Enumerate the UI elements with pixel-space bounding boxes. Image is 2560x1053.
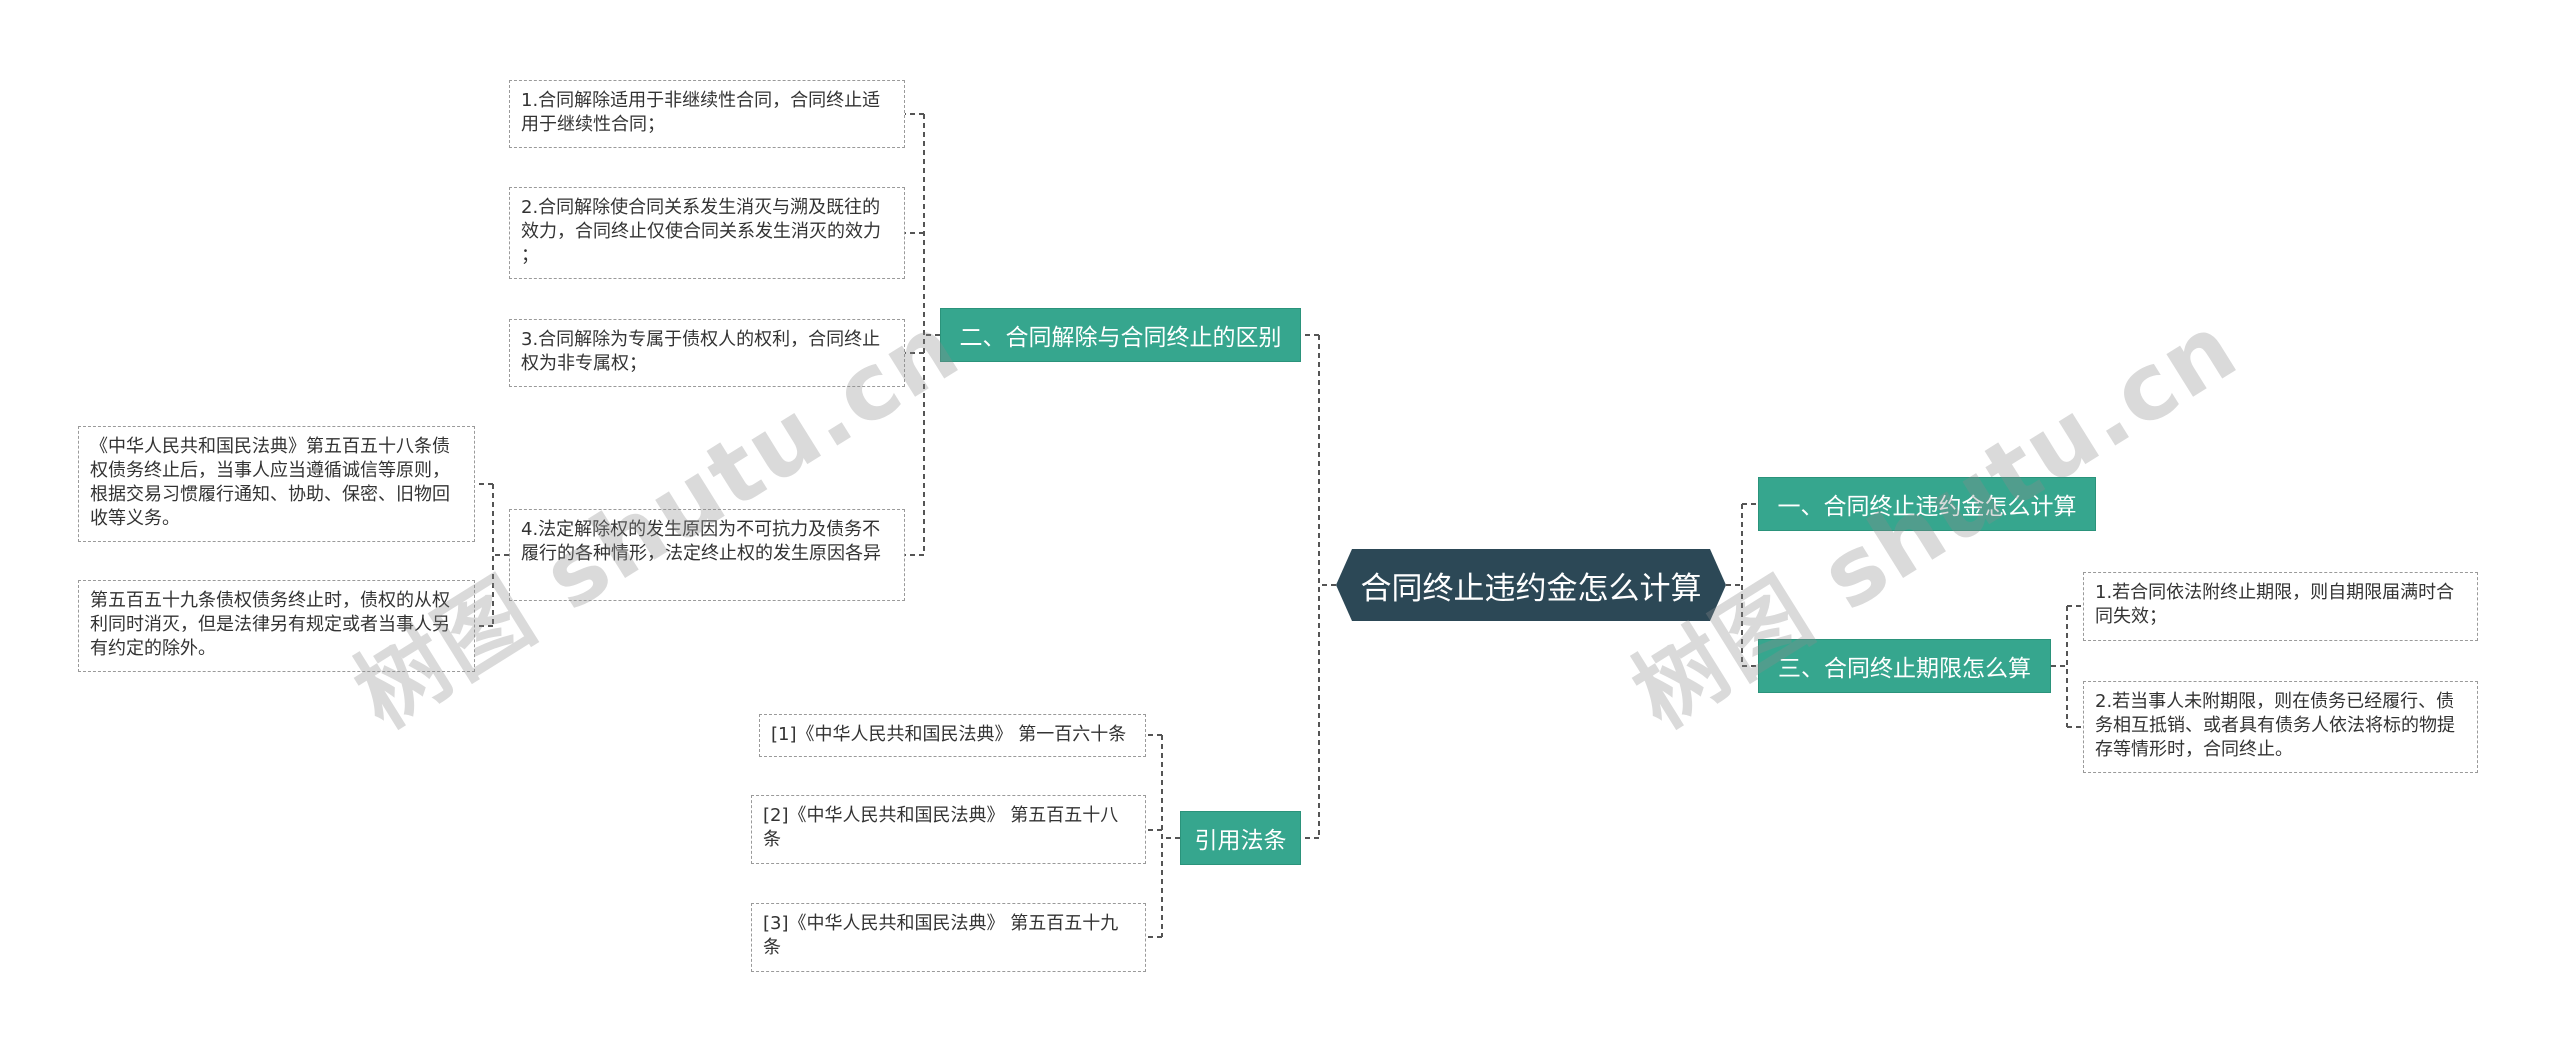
branch-topic-label: 三、合同终止期限怎么算 <box>1778 656 2031 682</box>
topic-text-line: 第五百五十九条债权债务终止时，债权的从权 <box>90 590 450 611</box>
topic-text-line: 根据交易习惯履行通知、协助、保密、旧物回 <box>90 484 450 505</box>
topic-text-line: 2.若当事人未附期限，则在债务已经履行、债 <box>2095 691 2455 712</box>
topic-text-line: 3.合同解除为专属于债权人的权利，合同终止 <box>521 329 881 350</box>
topic-text-line: 收等义务。 <box>90 508 180 529</box>
leaf-topic-term-rule-1[interactable]: 1.若合同依法附终止期限，则自期限届满时合 同失效； <box>2083 572 2478 641</box>
topic-text-line: [3]《中华人民共和国民法典》 第五百五十九 <box>763 913 1119 934</box>
topic-text-line: 权债务终止后，当事人应当遵循诚信等原则， <box>90 460 450 481</box>
topic-text-line: [1]《中华人民共和国民法典》 第一百六十条 <box>771 724 1127 745</box>
leaf-topic-term-rule-2[interactable]: 2.若当事人未附期限，则在债务已经履行、债 务相互抵销、或者具有债务人依法将标的… <box>2083 681 2478 773</box>
topic-text-line: 利同时消灭，但是法律另有规定或者当事人另 <box>90 614 450 635</box>
topic-text-line: 存等情形时，合同终止。 <box>2095 739 2293 760</box>
branch-topic-penalty-calculation[interactable]: 一、合同终止违约金怎么计算 <box>1758 477 2096 531</box>
leaf-topic-civil-code-559-note[interactable]: 第五百五十九条债权债务终止时，债权的从权 利同时消灭，但是法律另有规定或者当事人… <box>78 580 475 672</box>
leaf-topic-difference-1[interactable]: 1.合同解除适用于非继续性合同，合同终止适 用于继续性合同； <box>509 80 905 148</box>
topic-text-line: ； <box>521 245 539 266</box>
branch-topic-label: 一、合同终止违约金怎么计算 <box>1777 494 2077 520</box>
topic-text-line: 2.合同解除使合同关系发生消灭与溯及既往的 <box>521 197 881 218</box>
root-topic-label: 合同终止违约金怎么计算 <box>1360 570 1702 607</box>
topic-text-line: 1.若合同依法附终止期限，则自期限届满时合 <box>2095 582 2455 603</box>
branch-topic-cited-laws[interactable]: 引用法条 <box>1180 811 1301 865</box>
branch-topic-label: 引用法条 <box>1194 828 1287 854</box>
topic-text-line: 1.合同解除适用于非继续性合同，合同终止适 <box>521 90 881 111</box>
topic-text-line: 《中华人民共和国民法典》第五百五十八条债 <box>90 436 450 457</box>
leaf-topic-citation-1[interactable]: [1]《中华人民共和国民法典》 第一百六十条 <box>759 714 1146 757</box>
topic-text-line: 有约定的除外。 <box>90 638 216 659</box>
leaf-topic-civil-code-558-note[interactable]: 《中华人民共和国民法典》第五百五十八条债 权债务终止后，当事人应当遵循诚信等原则… <box>78 426 475 542</box>
topic-text-line: 权为非专属权； <box>521 353 647 374</box>
topic-text-line: 务相互抵销、或者具有债务人依法将标的物提 <box>2095 715 2455 736</box>
leaf-topic-difference-2[interactable]: 2.合同解除使合同关系发生消灭与溯及既往的 效力，合同终止仅使合同关系发生消灭的… <box>509 187 905 279</box>
topic-text-line: 4.法定解除权的发生原因为不可抗力及债务不 <box>521 519 881 540</box>
leaf-topic-difference-3[interactable]: 3.合同解除为专属于债权人的权利，合同终止 权为非专属权； <box>509 319 905 387</box>
branch-topic-term-calculation[interactable]: 三、合同终止期限怎么算 <box>1758 639 2051 693</box>
topic-text-line: 效力，合同终止仅使合同关系发生消灭的效力 <box>521 221 881 242</box>
branch-topic-differences[interactable]: 二、合同解除与合同终止的区别 <box>940 308 1301 362</box>
topic-text-line: [2]《中华人民共和国民法典》 第五百五十八 <box>763 805 1119 826</box>
branch-topic-label: 二、合同解除与合同终止的区别 <box>959 325 1282 351</box>
leaf-topic-citation-2[interactable]: [2]《中华人民共和国民法典》 第五百五十八 条 <box>751 795 1146 864</box>
topic-text-line: 履行的各种情形，法定终止权的发生原因各异 <box>521 543 881 564</box>
topic-text-line: 条 <box>763 829 781 850</box>
root-topic[interactable]: 合同终止违约金怎么计算 <box>1336 549 1726 621</box>
topic-text-line: 同失效； <box>2095 606 2167 627</box>
leaf-topic-citation-3[interactable]: [3]《中华人民共和国民法典》 第五百五十九 条 <box>751 903 1146 972</box>
topic-text-line: 条 <box>763 937 781 958</box>
topic-text-line: 用于继续性合同； <box>521 114 665 135</box>
leaf-topic-difference-4[interactable]: 4.法定解除权的发生原因为不可抗力及债务不 履行的各种情形，法定终止权的发生原因… <box>509 509 905 601</box>
